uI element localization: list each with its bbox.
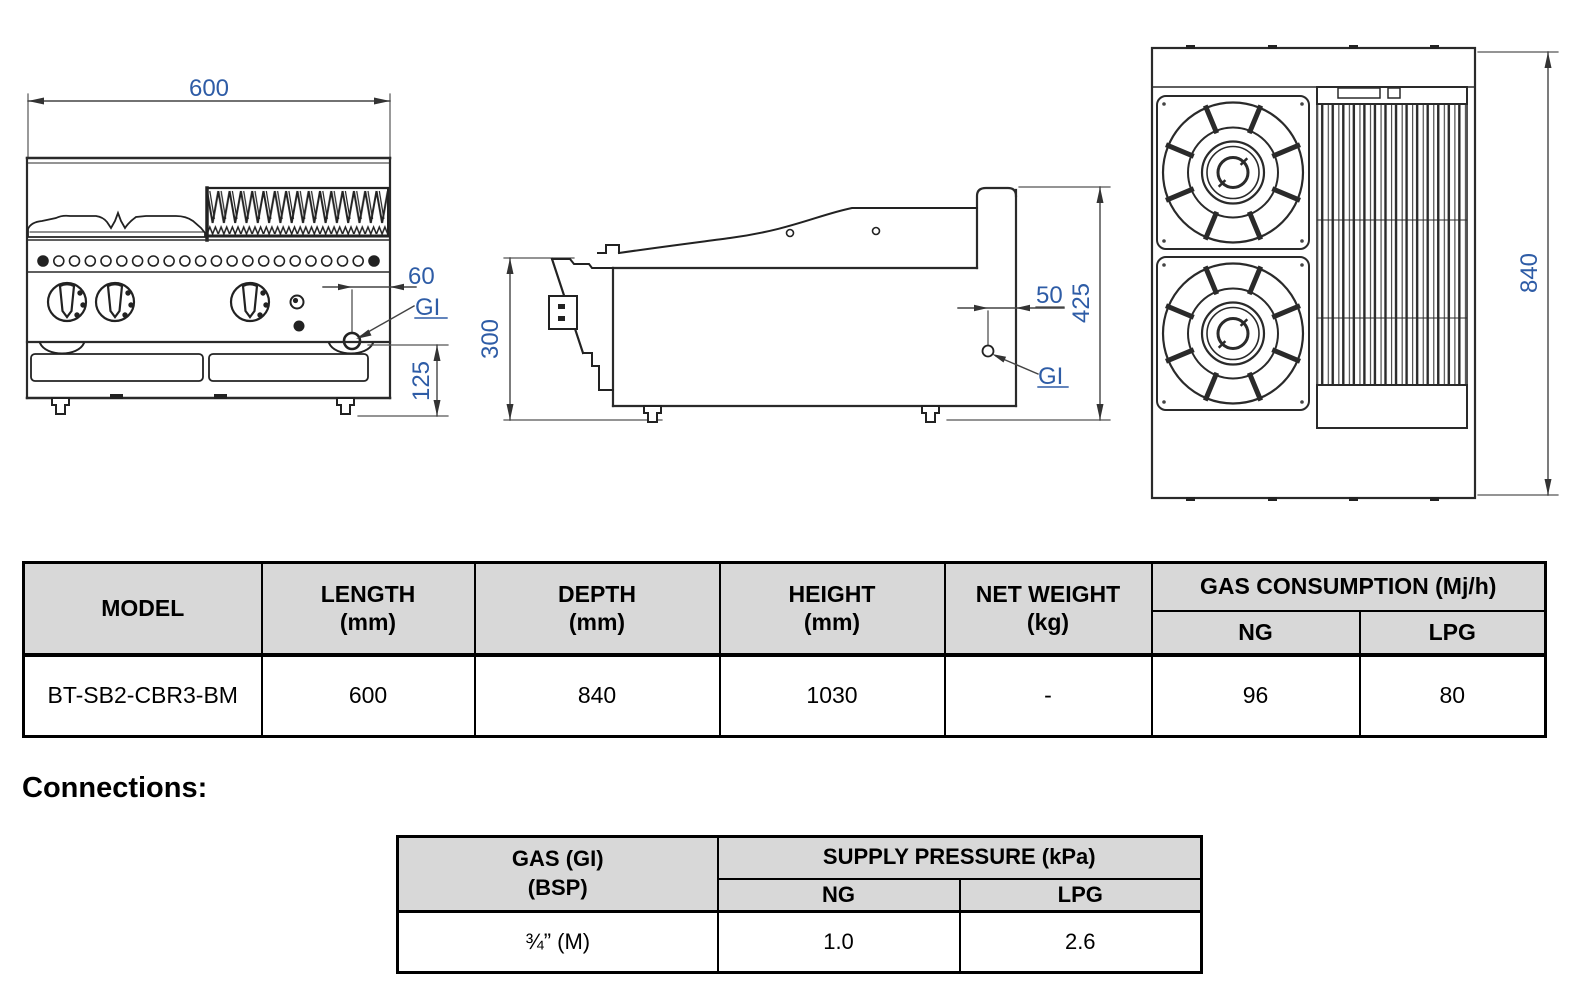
spec-value-ng: 96 <box>1150 652 1361 737</box>
pilot-dot <box>293 320 305 332</box>
conn-header-ng: NG <box>716 877 961 913</box>
top-view-drawing: 840 <box>1150 45 1559 501</box>
spec-value-model: BT-SB2-CBR3-BM <box>22 652 263 737</box>
side-front-height-dim-text: 300 <box>477 319 504 359</box>
front-base-height-dim-text: 125 <box>408 361 435 401</box>
spec-table-row: BT-SB2-CBR3-BM 600 840 1030 - 96 80 <box>22 652 1547 737</box>
vent-hole-row <box>37 255 380 267</box>
chargrill-front-section <box>205 186 390 242</box>
burner-knob-2 <box>94 281 136 323</box>
front-width-dim-text: 600 <box>189 75 229 102</box>
spec-header-lpg: LPG <box>1358 609 1547 656</box>
side-total-height-dim-text: 425 <box>1068 283 1095 323</box>
top-depth-dim-text: 840 <box>1516 253 1543 293</box>
spec-header-ng: NG <box>1150 609 1361 656</box>
side-control-panel <box>548 257 614 391</box>
connections-table: GAS (GI) (BSP) SUPPLY PRESSURE (kPa) NG … <box>396 835 1203 975</box>
top-burner-1 <box>1163 103 1303 243</box>
burner-knob-1 <box>46 281 88 323</box>
spec-header-model: MODEL <box>22 561 263 656</box>
edge-ticks <box>1186 45 1439 501</box>
gas-inlet-marker-side <box>981 344 995 358</box>
conn-value-ng: 1.0 <box>716 910 961 974</box>
spec-header-height: HEIGHT (mm) <box>718 561 946 656</box>
spec-header-depth: DEPTH (mm) <box>473 561 721 656</box>
spec-header-length: LENGTH (mm) <box>260 561 476 656</box>
spec-header-net-weight: NET WEIGHT (kg) <box>943 561 1153 656</box>
front-right-foot <box>336 397 355 415</box>
chargrill-top-section <box>1316 86 1468 429</box>
front-view-drawing: 600 <box>25 75 449 417</box>
spec-header-gas-consumption: GAS CONSUMPTION (Mj/h) <box>1150 561 1547 612</box>
burner-trivet-profile <box>27 210 206 238</box>
side-gas-inlet-label: GI <box>1038 363 1063 390</box>
conn-value-gas: ¾” (M) <box>396 910 719 974</box>
connections-table-row: ¾” (M) 1.0 2.6 <box>396 910 1203 974</box>
spec-value-length: 600 <box>260 652 476 737</box>
conn-header-supply-pressure: SUPPLY PRESSURE (kPa) <box>716 835 1203 880</box>
side-rear-foot <box>921 405 940 423</box>
chargrill-knob <box>229 281 271 323</box>
spec-value-height: 1030 <box>718 652 946 737</box>
front-gas-inlet-label: GI <box>415 294 440 321</box>
conn-header-gas: GAS (GI) (BSP) <box>396 835 719 913</box>
burner-plate-screws <box>1162 102 1304 404</box>
spec-value-lpg: 80 <box>1358 652 1547 737</box>
spec-table: MODEL LENGTH (mm) DEPTH (mm) HEIGHT (mm)… <box>22 561 1547 738</box>
conn-header-lpg: LPG <box>958 877 1203 913</box>
front-offset-dim-text: 60 <box>408 263 435 290</box>
side-view-drawing: 300 50 <box>477 186 1111 423</box>
conn-value-lpg: 2.6 <box>958 910 1203 974</box>
piezo-igniter <box>289 294 305 310</box>
side-cover-profile <box>597 207 978 255</box>
side-gas-offset-dim-text: 50 <box>1036 282 1063 309</box>
technical-drawings: 600 <box>25 45 1559 501</box>
front-left-foot <box>51 397 70 415</box>
connections-heading: Connections: <box>22 772 208 804</box>
top-burner-2 <box>1163 264 1303 404</box>
spec-value-depth: 840 <box>473 652 721 737</box>
spec-value-net-weight: - <box>943 652 1153 737</box>
